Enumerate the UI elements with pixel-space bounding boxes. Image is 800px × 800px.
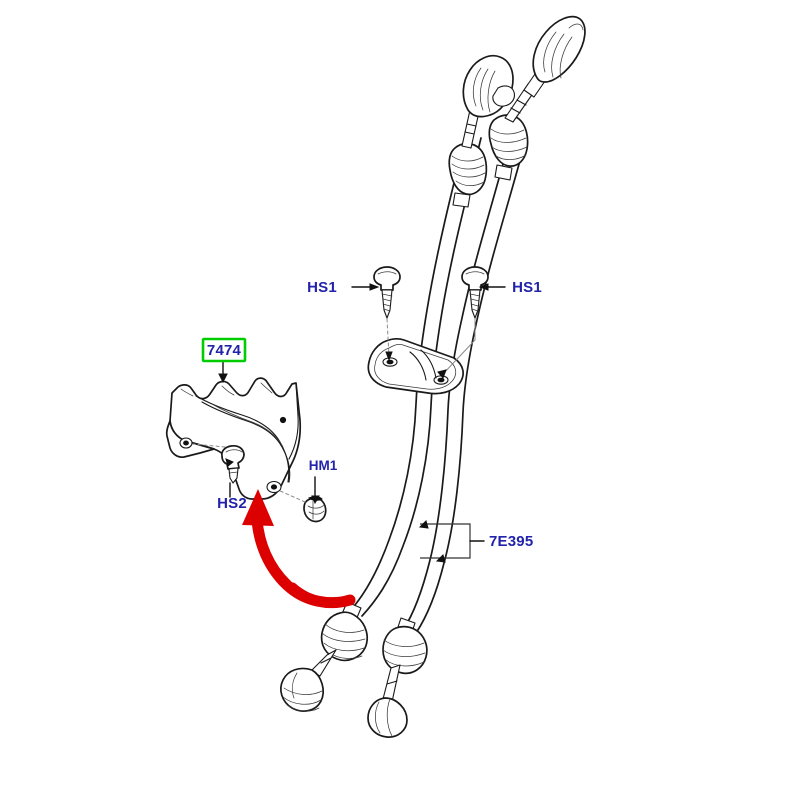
callout-label-hs1-left: HS1 (307, 279, 337, 296)
bolt-hs2 (192, 443, 245, 498)
callout-leaders (218, 283, 506, 384)
callout-label-hs2: HS2 (217, 495, 247, 512)
emphasis-arrow (242, 489, 356, 609)
callout-bracket-7e395 (418, 520, 485, 563)
bolt-hs1-left (373, 266, 401, 362)
shift-cable-upper-end-left (448, 54, 515, 196)
shift-cable-lower-end-left (280, 601, 368, 712)
shift-cable-upper-end-right (488, 15, 586, 167)
callout-label-hs1-right: HS1 (512, 279, 542, 296)
highlight-box-7474[interactable]: 7474 (201, 337, 247, 363)
shift-cable-lower-end-right (367, 617, 428, 738)
clip-hm1 (277, 476, 327, 523)
callout-labels: HS1 HS1 HS2 HM1 7E395 (217, 279, 542, 550)
shift-cable-assembly (348, 134, 522, 634)
highlight-box-label: 7474 (207, 342, 242, 359)
callout-label-hm1: HM1 (309, 458, 338, 473)
cable-collars-upper (452, 164, 513, 208)
cable-bracket-7474 (165, 377, 302, 500)
callout-label-7e395: 7E395 (489, 533, 533, 550)
cable-mounting-plate (367, 338, 464, 395)
bolt-hs1-right (437, 266, 489, 379)
